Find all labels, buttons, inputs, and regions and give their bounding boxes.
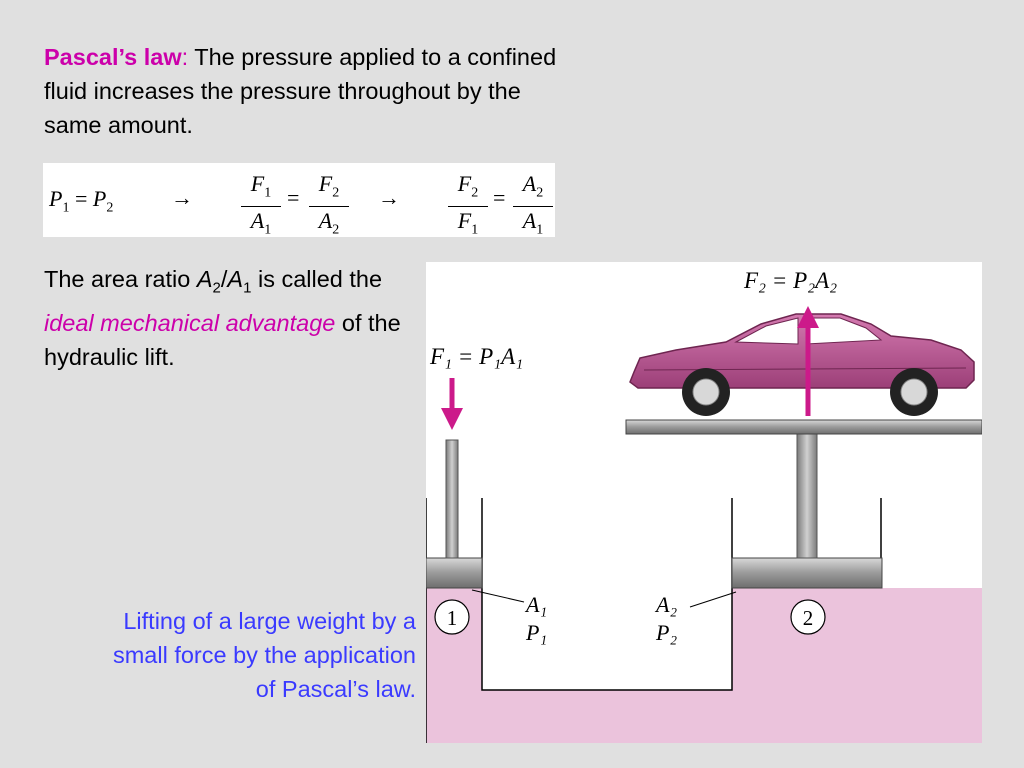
diagram-caption: Lifting of a large weight by a small for… <box>112 608 416 702</box>
hydraulic-fluid <box>426 588 982 743</box>
chamber-1-marker <box>434 599 470 635</box>
label-f1: F₁ = P₁A₁ <box>429 344 523 369</box>
label-p2: P₂ <box>655 620 677 645</box>
label-a1: A₁ <box>524 592 547 617</box>
lift-platform <box>625 419 982 435</box>
fraction-f1-a1: F1 A1 <box>241 171 281 245</box>
pascals-law-colon: : <box>181 44 189 70</box>
pascals-law-term: Pascal’s law <box>44 44 182 70</box>
pascal-formula: P1 = P2 → F1 A1 = F2 A2 → F2 F1 = A2 A1 <box>43 163 555 238</box>
chamber-2-number: 2 <box>803 606 814 630</box>
formula-equals-2: = <box>287 185 300 210</box>
fraction-f2-f1: F2 F1 <box>448 171 488 245</box>
area-ratio-paragraph: The area ratio A2/A1 is called the ideal… <box>44 266 401 370</box>
small-piston <box>426 557 483 589</box>
chamber-1-number: 1 <box>447 606 458 630</box>
force-arrow-f2-icon <box>797 306 819 416</box>
large-piston-rod <box>796 433 818 559</box>
ideal-mechanical-advantage-term: ideal mechanical advantage <box>44 309 336 336</box>
label-a2: A₂ <box>654 592 677 617</box>
large-piston <box>731 557 883 589</box>
fraction-f2-a2: F2 A2 <box>309 171 349 245</box>
small-piston-rod <box>445 439 459 559</box>
formula-p1-eq-p2: P1 = P2 <box>49 186 114 216</box>
chamber-2-marker <box>790 599 826 635</box>
formula-equals-3: = <box>493 185 506 210</box>
intro-paragraph: Pascal’s law: The pressure applied to a … <box>44 40 564 142</box>
formula-arrow-2: → <box>378 185 400 210</box>
formula-arrow-1: → <box>171 185 193 210</box>
pascals-law-definition: The pressure applied to a confined fluid… <box>44 44 557 138</box>
force-arrow-f1-icon <box>441 378 463 430</box>
hydraulic-lift-diagram: F₂ = P₂A₂ F₁ = P₁A₁ 1 2 A₁ P₁ A₂ P₂ <box>426 262 982 743</box>
fraction-a2-a1: A2 A1 <box>513 171 553 245</box>
label-p1: P₁ <box>525 620 547 645</box>
car-icon <box>629 313 975 416</box>
label-f2: F₂ = P₂A₂ <box>743 268 837 293</box>
